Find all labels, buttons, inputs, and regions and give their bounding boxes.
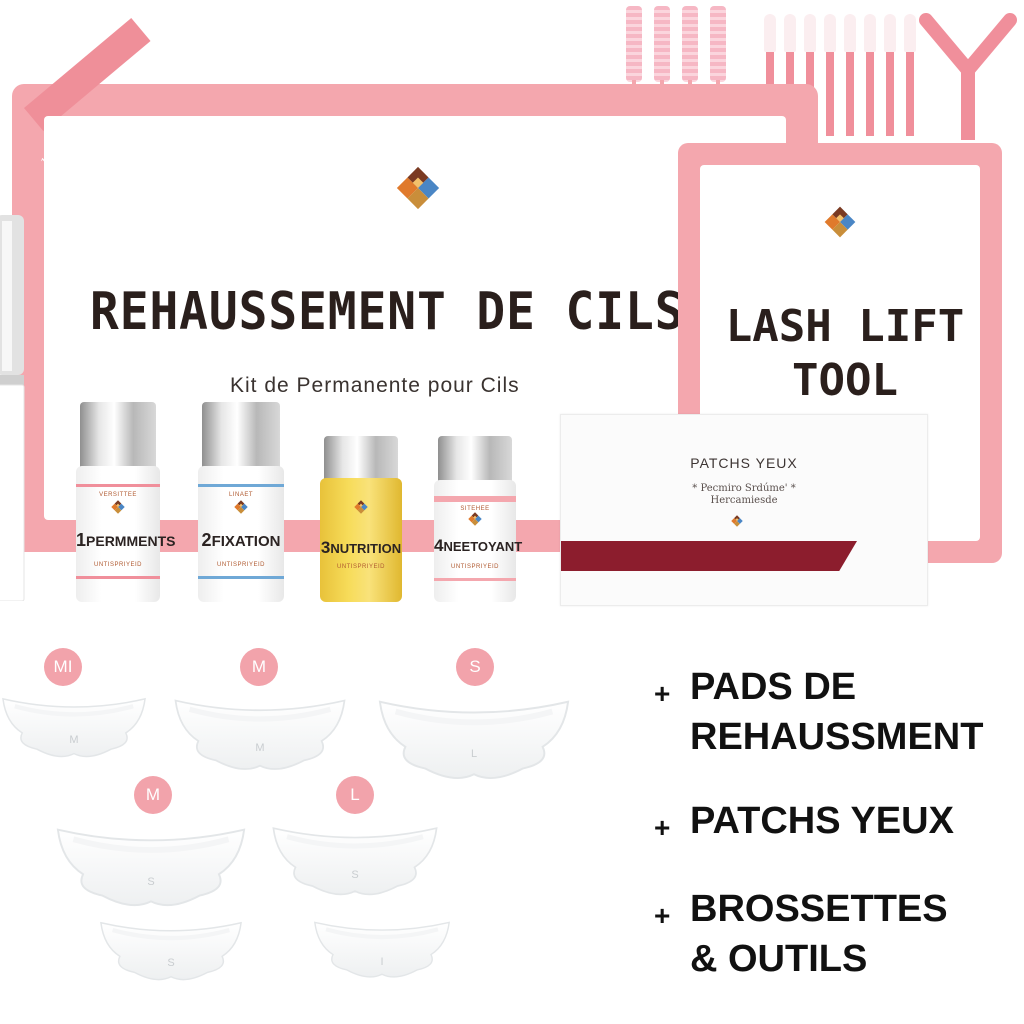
plus-icon: + <box>654 678 671 709</box>
brand-logo-icon <box>234 500 248 514</box>
pad-size-mark: S <box>167 957 175 969</box>
mascara-brush <box>710 6 726 82</box>
bottle-label: 2FIXATION <box>201 530 281 550</box>
lash-pad: S <box>54 818 248 911</box>
bottle-fine-print: UNTISPRIYEID <box>336 564 385 570</box>
mascara-brush <box>654 6 670 82</box>
corner-ribbon <box>24 18 151 131</box>
lash-pad: M <box>172 690 348 774</box>
bottle-stripe <box>76 484 160 487</box>
feature-line: REHAUSSMENT <box>690 716 984 758</box>
lash-glue-tube <box>0 215 25 601</box>
swab <box>864 14 876 136</box>
tool-box-title: LASH LIFT TOOL <box>700 300 990 408</box>
mascara-brush <box>682 6 698 82</box>
bottle-fine-print: UNTISPRIYEID <box>216 562 265 568</box>
swab <box>844 14 856 136</box>
plus-icon: + <box>654 812 671 843</box>
feature-patches: + PATCHS YEUX <box>654 796 1014 846</box>
lash-pad: S <box>270 818 440 900</box>
brand-logo-icon <box>354 500 368 514</box>
size-badge: M <box>240 648 278 686</box>
feature-line: PADS DE <box>690 666 857 708</box>
feature-brushes: + BROSSETTES & OUTILS <box>654 884 1014 984</box>
swab <box>884 14 896 136</box>
pad-size-mark: I <box>380 956 384 968</box>
brand-logo-icon <box>396 166 440 210</box>
brand-logo-icon <box>731 515 743 527</box>
bottle-tag: VERSITTEE <box>99 492 137 498</box>
packet-subtitle-2: Hercamiesde <box>710 495 778 506</box>
tool-title-line2: TOOL <box>792 355 898 406</box>
size-badge: MI <box>44 648 82 686</box>
eye-patch-packet: PATCHS YEUX * Pecmiro Srdúme' * Hercamie… <box>560 414 928 606</box>
tool-title-line1: LASH LIFT <box>725 301 965 352</box>
size-badge: L <box>336 776 374 814</box>
packet-title: PATCHS YEUX <box>690 455 798 471</box>
brand-logo-icon <box>824 206 856 238</box>
feature-line: BROSSETTES <box>690 888 948 930</box>
pad-size-mark: S <box>351 869 359 881</box>
feature-line: PATCHS YEUX <box>690 800 954 842</box>
bottle-nettoyant: SITEHEE 4NEETOYANT UNTISPRIYEID <box>434 436 523 602</box>
box-subtitle: Kit de Permanente pour Cils <box>230 374 520 397</box>
packet-subtitle: * Pecmiro Srdúme' * <box>692 483 796 494</box>
feature-line: & OUTILS <box>690 938 868 980</box>
lash-pad: L <box>376 690 572 784</box>
box-title: REHAUSSEMENT DE CILS <box>90 282 685 342</box>
size-badge: S <box>456 648 494 686</box>
bottle-fine-print: UNTISPRIYEID <box>450 564 499 570</box>
brand-logo-icon <box>111 500 125 514</box>
bottle-tag: SITEHEE <box>460 506 490 512</box>
lash-pad: M <box>0 690 148 761</box>
pad-size-mark: M <box>69 734 79 746</box>
brand-logo-icon <box>468 512 482 526</box>
packet-color-band <box>561 541 857 571</box>
size-badge: M <box>134 776 172 814</box>
feature-pads: + PADS DE REHAUSSMENT <box>654 662 1014 762</box>
y-brush-tool <box>919 13 1017 140</box>
swab <box>904 14 916 136</box>
plus-icon: + <box>654 900 671 931</box>
lash-pad: S <box>98 914 244 984</box>
pad-size-mark: L <box>470 748 478 760</box>
pad-size-mark: S <box>147 876 155 888</box>
bottle-permanente: VERSITTEE 1PERMMENTS UNTISPRIYEID <box>76 402 176 602</box>
lash-pad: I <box>312 914 452 981</box>
bottle-label: 4NEETOYANT <box>434 536 523 555</box>
pad-size-mark: M <box>255 742 265 754</box>
swab <box>824 14 836 136</box>
bottle-tag: LINAET <box>228 492 253 498</box>
bottle-nutrition: 3NUTRITION UNTISPRIYEID <box>320 436 402 602</box>
bottle-label: 3NUTRITION <box>320 538 402 557</box>
bottle-fixation: LINAET 2FIXATION UNTISPRIYEID <box>198 402 284 602</box>
bottle-fine-print: UNTISPRIYEID <box>93 562 142 568</box>
bottle-label: 1PERMMENTS <box>76 530 176 550</box>
mascara-brush <box>626 6 642 82</box>
